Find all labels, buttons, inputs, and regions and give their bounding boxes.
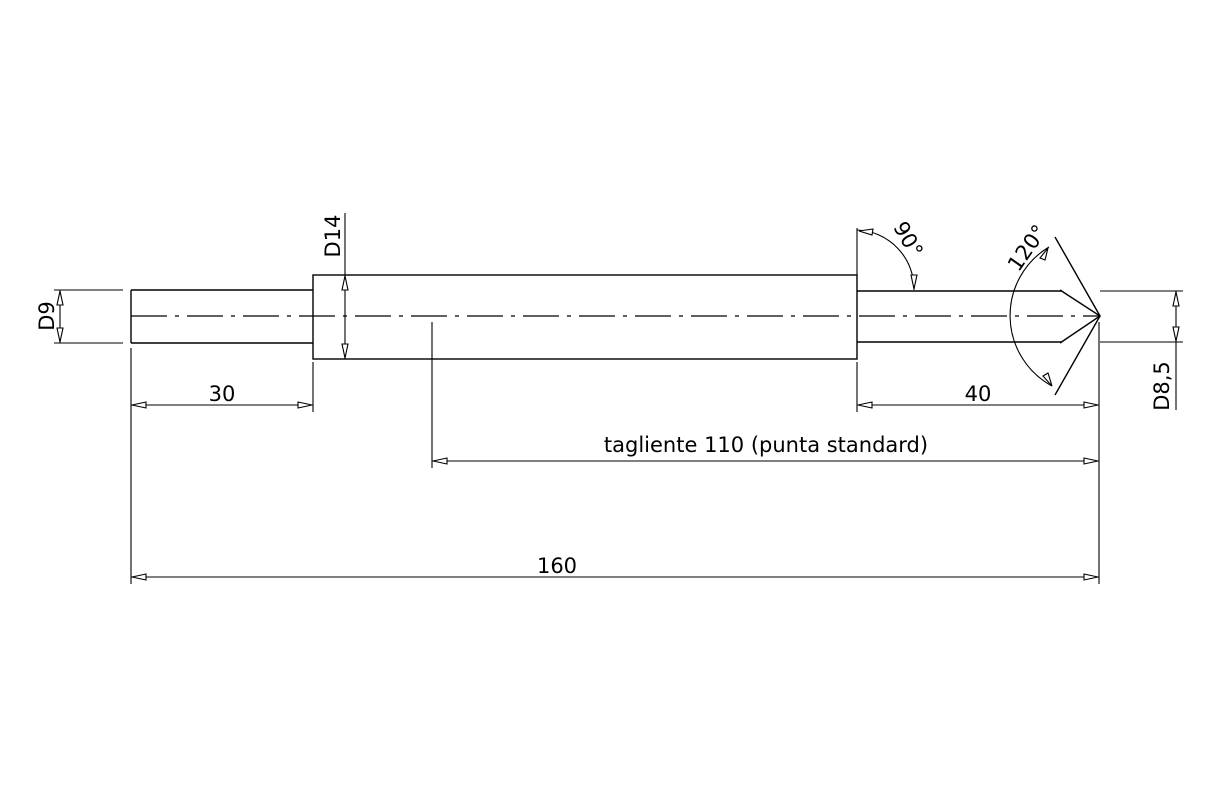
dimension-label-30: 30	[209, 382, 236, 406]
dimension-label-d14: D14	[321, 215, 345, 258]
angle-label-120: 120°	[1003, 220, 1052, 275]
dimension-label-cutting-110: tagliente 110 (punta standard)	[604, 433, 928, 457]
dimension-d14: D14	[321, 213, 349, 359]
angle-90: 90°	[856, 217, 928, 291]
extension-lines	[130, 322, 1100, 584]
angle-120: 120°	[1003, 220, 1053, 387]
dimension-160: 160	[131, 554, 1099, 581]
dimension-label-160: 160	[537, 554, 577, 578]
dimension-d85: D8,5	[1100, 290, 1183, 411]
dimension-30: 30	[131, 382, 313, 409]
angle-label-90: 90°	[888, 217, 927, 261]
part-outline	[130, 236, 1102, 396]
dimension-40: 40	[857, 382, 1099, 409]
dimension-label-d85: D8,5	[1150, 361, 1174, 411]
dimension-cutting-110: tagliente 110 (punta standard)	[432, 433, 1099, 465]
dimension-label-40: 40	[965, 382, 992, 406]
dimension-label-d9: D9	[35, 301, 59, 331]
dimension-d9: D9	[35, 289, 123, 344]
